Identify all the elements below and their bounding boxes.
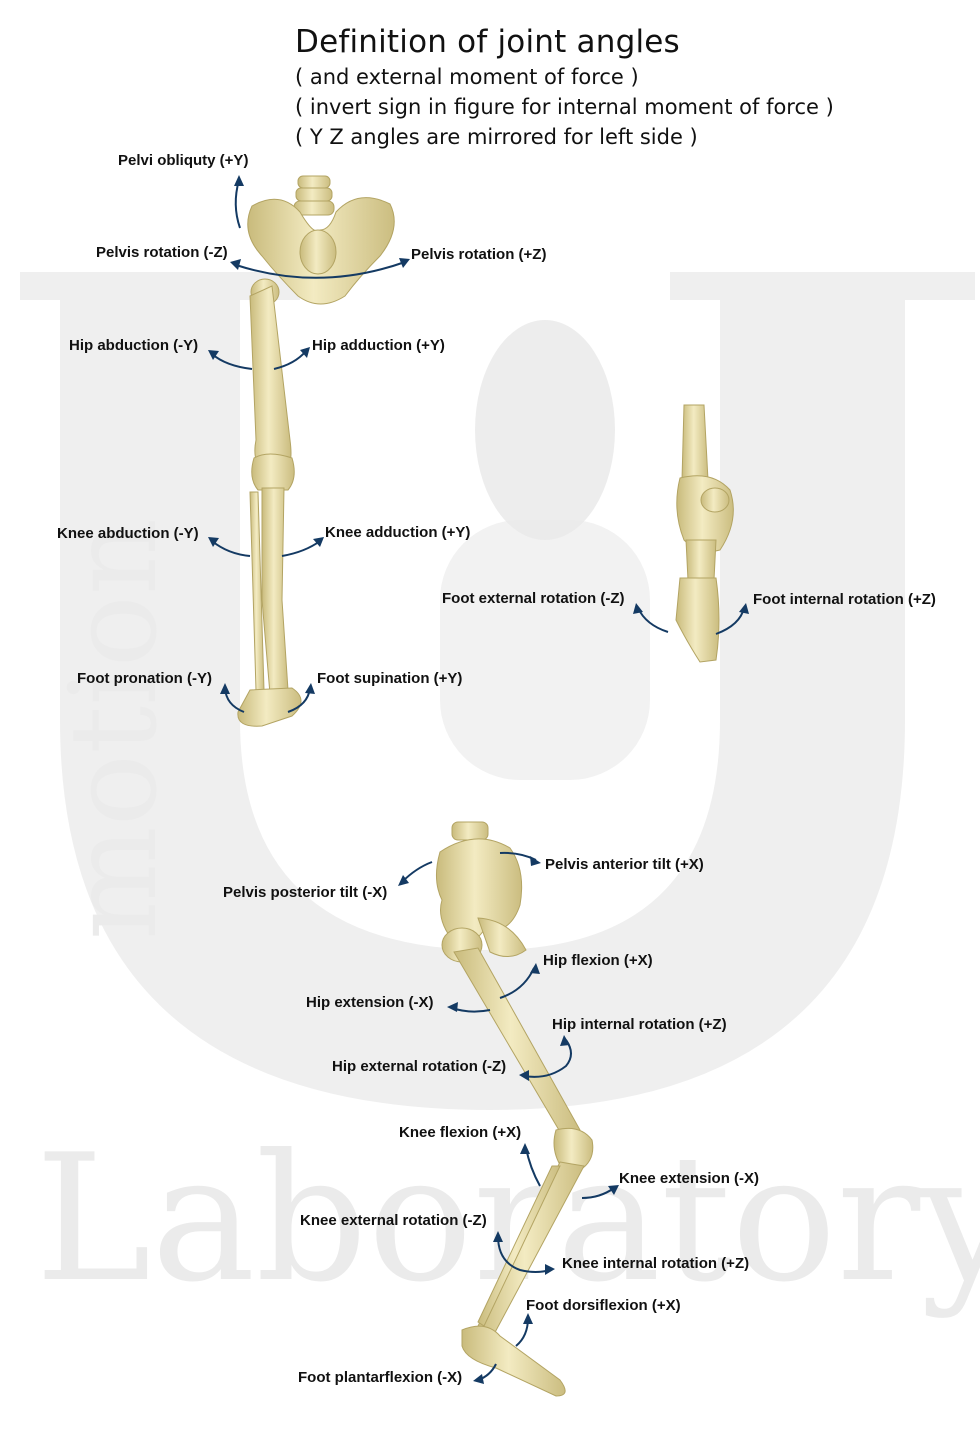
arrow-hip-flexion (500, 968, 534, 998)
front-view-skeleton (238, 176, 394, 726)
label-foot-pronation: Foot pronation (-Y) (77, 670, 212, 688)
arrowhead-hip-extension (447, 1002, 458, 1012)
label-foot-internal-rotation: Foot internal rotation (+Z) (753, 591, 936, 609)
arrow-hip-abduction (212, 354, 252, 369)
front-foot (238, 688, 301, 726)
arrow-knee-extension (582, 1188, 614, 1198)
label-knee-adduction: Knee adduction (+Y) (325, 524, 470, 542)
label-hip-extension: Hip extension (-X) (306, 994, 434, 1012)
label-knee-internal-rotation: Knee internal rotation (+Z) (562, 1255, 749, 1273)
arrowhead-hip-flexion (530, 963, 540, 974)
arrowhead-pelvis-anterior-tilt (530, 856, 541, 866)
sacrum (300, 230, 336, 274)
arrowhead-knee-rotation-top (493, 1231, 503, 1242)
label-hip-adduction: Hip adduction (+Y) (312, 337, 445, 355)
arrowhead-foot-supination (305, 683, 315, 694)
spine-vertebrae (294, 176, 334, 215)
top-tibia (682, 405, 708, 480)
tibia-bone (262, 488, 288, 694)
label-knee-abduction: Knee abduction (-Y) (57, 525, 199, 543)
femur-bone (250, 286, 291, 470)
top-patella (701, 488, 729, 512)
arrowhead-knee-rotation-right (545, 1264, 555, 1275)
arrowhead-foot-plantarflexion (473, 1374, 484, 1384)
top-foot (676, 578, 719, 662)
label-knee-external-rotation: Knee external rotation (-Z) (300, 1212, 487, 1230)
arrow-heads (208, 175, 749, 1384)
arrow-hip-extension (452, 1008, 490, 1012)
label-foot-external-rotation: Foot external rotation (-Z) (442, 590, 625, 608)
rotation-arrows (212, 180, 744, 1380)
arrow-knee-adduction (282, 541, 320, 556)
top-lower-leg (686, 540, 716, 580)
label-foot-plantarflexion: Foot plantarflexion (-X) (298, 1369, 462, 1387)
label-knee-flexion: Knee flexion (+X) (399, 1124, 521, 1142)
label-pelvi-obliquity: Pelvi obliquty (+Y) (118, 152, 248, 170)
label-pelvis-rotation-pos: Pelvis rotation (+Z) (411, 246, 546, 264)
label-knee-extension: Knee extension (-X) (619, 1170, 759, 1188)
arrowhead-pelvi-obliquity (234, 175, 244, 186)
label-hip-abduction: Hip abduction (-Y) (69, 337, 198, 355)
label-foot-supination: Foot supination (+Y) (317, 670, 462, 688)
arrowhead-hip-rotation-high (560, 1035, 570, 1046)
label-pelvis-anterior-tilt: Pelvis anterior tilt (+X) (545, 856, 704, 874)
top-view-skeleton (676, 405, 733, 662)
side-foot (462, 1326, 565, 1396)
knee-joint (252, 454, 295, 490)
label-foot-dorsiflexion: Foot dorsiflexion (+X) (526, 1297, 681, 1315)
arrowhead-foot-internal-rotation (739, 603, 749, 614)
arrow-knee-abduction (212, 541, 250, 556)
arrowhead-foot-pronation (220, 683, 230, 694)
arrowhead-pelvis-rotation-left (230, 259, 241, 270)
label-hip-external-rotation: Hip external rotation (-Z) (332, 1058, 506, 1076)
label-pelvis-rotation-neg: Pelvis rotation (-Z) (96, 244, 228, 262)
label-hip-flexion: Hip flexion (+X) (543, 952, 653, 970)
arrow-pelvi-obliquity (236, 180, 240, 228)
arrowhead-knee-flexion (520, 1143, 530, 1154)
label-pelvis-posterior-tilt: Pelvis posterior tilt (-X) (223, 884, 387, 902)
label-hip-internal-rotation: Hip internal rotation (+Z) (552, 1016, 727, 1034)
arrow-pelvis-posterior-tilt (402, 862, 432, 882)
side-vertebra (452, 822, 488, 840)
